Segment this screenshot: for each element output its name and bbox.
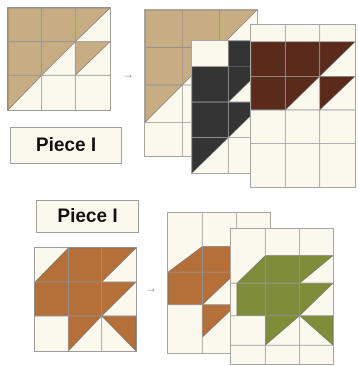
- green-card: [230, 228, 334, 365]
- brown-card-leaf: [251, 42, 355, 110]
- piece-label-bottom: Piece I: [36, 200, 139, 233]
- tan-leaf-svg: [8, 8, 110, 110]
- piece-label-top-text: Piece I: [36, 135, 96, 157]
- green-card-leaf: [237, 256, 333, 346]
- tan-leaf-block: [7, 7, 111, 111]
- brown-card: [250, 24, 356, 188]
- piece-label-top: Piece I: [10, 127, 122, 164]
- orange-leaf-shape: [35, 248, 136, 351]
- orange-leaf-svg: [35, 248, 136, 351]
- arrow-top: →: [122, 68, 134, 80]
- orange-leaf-block: [34, 247, 137, 352]
- piece-label-bottom-text: Piece I: [57, 206, 117, 228]
- arrow-bottom: →: [145, 282, 157, 294]
- tan-leaf-shape: [8, 8, 110, 110]
